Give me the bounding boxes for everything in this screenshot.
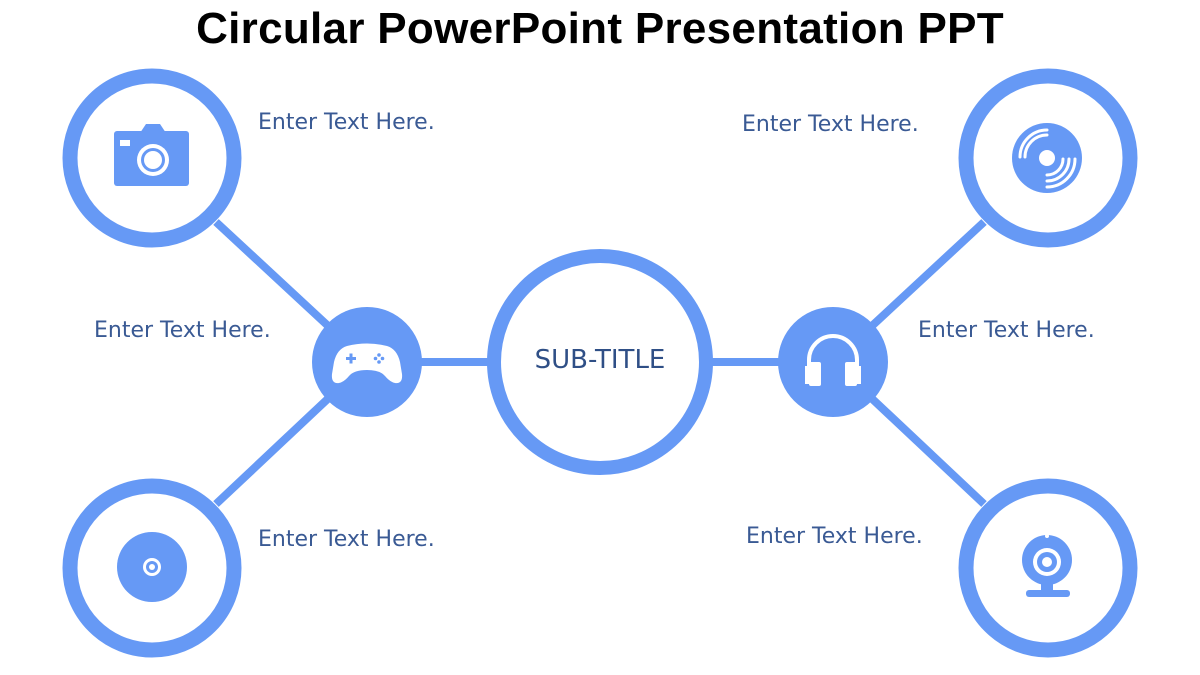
text-bottom-right: Enter Text Here. xyxy=(746,524,923,549)
text-top-left: Enter Text Here. xyxy=(258,110,435,135)
gamepad-icon xyxy=(331,343,403,384)
text-hub-right: Enter Text Here. xyxy=(918,318,1095,343)
headphones-icon xyxy=(805,334,861,386)
camera-icon xyxy=(114,124,189,186)
center-circle xyxy=(487,249,713,475)
page-title: Circular PowerPoint Presentation PPT xyxy=(196,4,1004,53)
text-hub-left: Enter Text Here. xyxy=(94,318,271,343)
center-subtitle: SUB-TITLE xyxy=(534,345,666,375)
webcam-icon xyxy=(1022,534,1072,597)
text-bottom-left: Enter Text Here. xyxy=(258,527,435,552)
hub-right xyxy=(778,307,888,417)
vinyl-disc-icon xyxy=(1012,123,1082,193)
cd-disc-icon xyxy=(117,532,187,602)
text-top-right: Enter Text Here. xyxy=(742,112,919,137)
